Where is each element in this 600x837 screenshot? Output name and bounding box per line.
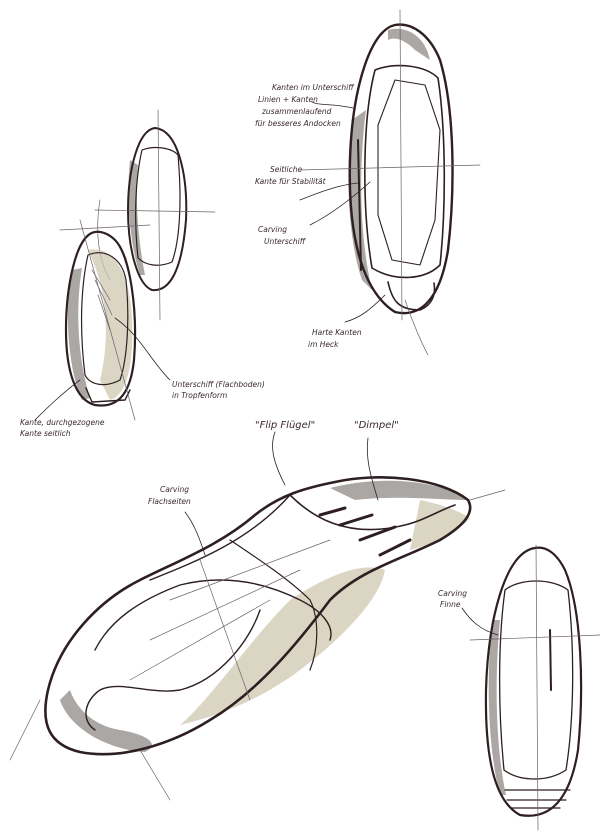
note-line: für besseres Andocken <box>255 119 341 128</box>
annotation-dimple: "Dimpel" <box>354 420 399 431</box>
board-top-view-right <box>299 9 481 356</box>
note-line: in Tropfenform <box>172 391 227 400</box>
svg-text:Linien + Kanten: Linien + Kanten <box>258 95 318 104</box>
svg-text:im Heck: im Heck <box>308 340 339 349</box>
note-line: im Heck <box>308 340 339 349</box>
svg-text:Finne: Finne <box>440 600 461 609</box>
svg-text:Kante, durchgezogene: Kante, durchgezogene <box>20 418 105 427</box>
annotation-carving-underside: Carving Unterschiff <box>258 225 307 246</box>
svg-text:Flachseiten: Flachseiten <box>148 497 191 506</box>
note-line: Seitliche <box>270 165 302 174</box>
svg-text:Unterschiff (Flachboden): Unterschiff (Flachboden) <box>172 380 265 389</box>
svg-text:für besseres Andocken: für besseres Andocken <box>255 119 341 128</box>
annotation-carving-fin: Carving Finne <box>438 589 467 609</box>
annotation-side-edge: Seitliche Kante für Stabilität <box>255 165 327 186</box>
svg-text:Harte Kanten: Harte Kanten <box>312 328 362 337</box>
board-perspective-large <box>9 431 506 801</box>
note-line: Linien + Kanten <box>258 95 318 104</box>
note-line: Kante seitlich <box>20 429 71 438</box>
note-line: Kanten im Unterschiff <box>272 83 355 92</box>
svg-text:Kanten im Unterschiff: Kanten im Unterschiff <box>272 83 355 92</box>
svg-text:in Tropfenform: in Tropfenform <box>172 391 227 400</box>
board-bottom-right <box>461 544 600 831</box>
board-small-middle <box>94 109 216 321</box>
note-line: Carving <box>438 589 467 598</box>
note-line: Kante, durchgezogene <box>20 418 105 427</box>
note-line: Unterschiff <box>264 237 307 246</box>
annotation-flip-wing: "Flip Flügel" <box>255 420 315 431</box>
note-line: Harte Kanten <box>312 328 362 337</box>
svg-text:Kante seitlich: Kante seitlich <box>20 429 71 438</box>
note-line: zusammenlaufend <box>261 107 332 116</box>
note-line: Finne <box>440 600 461 609</box>
svg-text:Carving: Carving <box>438 589 467 598</box>
svg-text:zusammenlaufend: zusammenlaufend <box>261 107 332 116</box>
annotation-carving-flat-sides: Carving Flachseiten <box>148 485 191 506</box>
svg-text:Seitliche: Seitliche <box>270 165 302 174</box>
annotation-edges-underside: Kanten im Unterschiff Linien + Kanten zu… <box>255 83 355 128</box>
svg-text:Unterschiff: Unterschiff <box>264 237 307 246</box>
note-line: Carving <box>258 225 287 234</box>
annotation-side-edge-continuous: Kante, durchgezogene Kante seitlich <box>20 418 105 438</box>
svg-text:Kante für Stabilität: Kante für Stabilität <box>255 177 327 186</box>
board-left-angled <box>34 219 171 421</box>
annotation-underside-flat: Unterschiff (Flachboden) in Tropfenform <box>172 380 265 400</box>
note-line: Carving <box>160 485 189 494</box>
annotation-hard-edges-tail: Harte Kanten im Heck <box>308 328 362 349</box>
note-line: Kante für Stabilität <box>255 177 327 186</box>
svg-text:Carving: Carving <box>258 225 287 234</box>
note-line: Flachseiten <box>148 497 191 506</box>
note-line: Unterschiff (Flachboden) <box>172 380 265 389</box>
svg-text:Carving: Carving <box>160 485 189 494</box>
